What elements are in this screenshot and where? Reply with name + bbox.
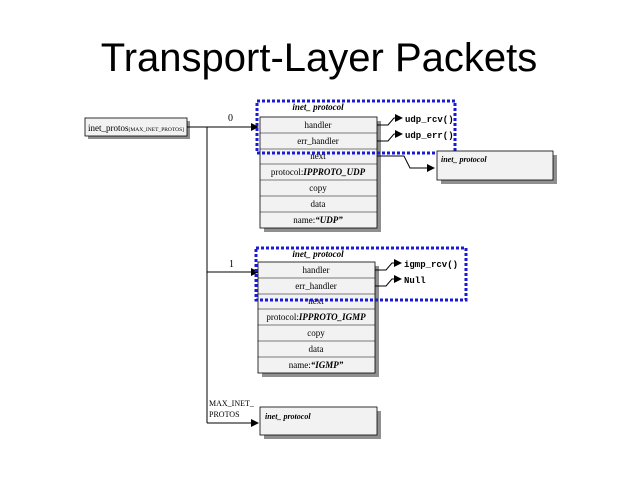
igmp-name-value: “IGMP” — [311, 360, 344, 370]
last-struct-label: inet_ protocol — [265, 412, 311, 421]
array-size-label: [MAX_INET_PROTOS] — [129, 127, 185, 133]
udp-next-field: next — [310, 151, 326, 161]
udp-err-handler-field: err_handler — [297, 136, 338, 146]
index-max-label-2: PROTOS — [209, 410, 240, 419]
igmp-handler-field: handler — [303, 265, 330, 275]
svg-text:name:“IGMP”: name:“IGMP” — [289, 360, 344, 370]
udp-inet-protocol-struct: inet_ protocol handler err_handler next … — [259, 102, 381, 232]
udp-rcv-function: udp_rcv() — [405, 115, 454, 125]
last-inet-protocol-struct: inet_ protocol — [259, 406, 381, 439]
igmp-handler-arrows — [375, 259, 402, 287]
igmp-protocol-prefix: protocol: — [266, 312, 299, 322]
svg-text:inet_protos[MAX_INET_PROTOS]: inet_protos[MAX_INET_PROTOS] — [88, 123, 184, 133]
udp-next-arrow — [377, 155, 435, 172]
slide-title: Transport-Layer Packets — [100, 36, 538, 80]
igmp-copy-field: copy — [307, 328, 325, 338]
udp-data-field: data — [311, 199, 326, 209]
udp-protocol-prefix: protocol: — [271, 167, 304, 177]
udp-handler-arrows — [377, 114, 403, 142]
igmp-name-prefix: name: — [289, 360, 311, 370]
index-max-label-1: MAX_INET_ — [209, 399, 255, 408]
array-connectors — [187, 123, 259, 427]
array-label: inet_protos — [88, 123, 129, 133]
svg-text:protocol:IPPROTO_UDP: protocol:IPPROTO_UDP — [271, 167, 366, 177]
svg-text:protocol:IPPROTO_IGMP: protocol:IPPROTO_IGMP — [266, 312, 366, 322]
udp-next-target-struct: inet_ protocol — [436, 150, 557, 184]
udp-protocol-value: IPPROTO_UDP — [302, 167, 365, 177]
index-1-label: 1 — [229, 259, 234, 270]
udp-name-prefix: name: — [293, 215, 315, 225]
udp-copy-field: copy — [309, 183, 327, 193]
igmp-inet-protocol-struct: inet_ protocol handler err_handler next … — [257, 249, 379, 377]
udp-name-value: “UDP” — [315, 215, 343, 225]
igmp-handlers-highlight — [254, 246, 468, 302]
igmp-struct-header: inet_ protocol — [292, 249, 344, 259]
udp-struct-header: inet_ protocol — [292, 102, 344, 112]
index-0-label: 0 — [228, 113, 233, 124]
udp-next-target-label: inet_ protocol — [441, 155, 487, 164]
igmp-rcv-function: igmp_rcv() — [404, 260, 458, 270]
udp-err-function: udp_err() — [405, 131, 454, 141]
inet-protos-array: inet_protos[MAX_INET_PROTOS] — [84, 117, 190, 139]
igmp-data-field: data — [309, 344, 324, 354]
svg-text:name:“UDP”: name:“UDP” — [293, 215, 343, 225]
igmp-err-handler-field: err_handler — [295, 281, 336, 291]
igmp-err-null: Null — [404, 276, 426, 286]
igmp-protocol-value: IPPROTO_IGMP — [298, 312, 366, 322]
udp-handler-field: handler — [305, 120, 332, 130]
